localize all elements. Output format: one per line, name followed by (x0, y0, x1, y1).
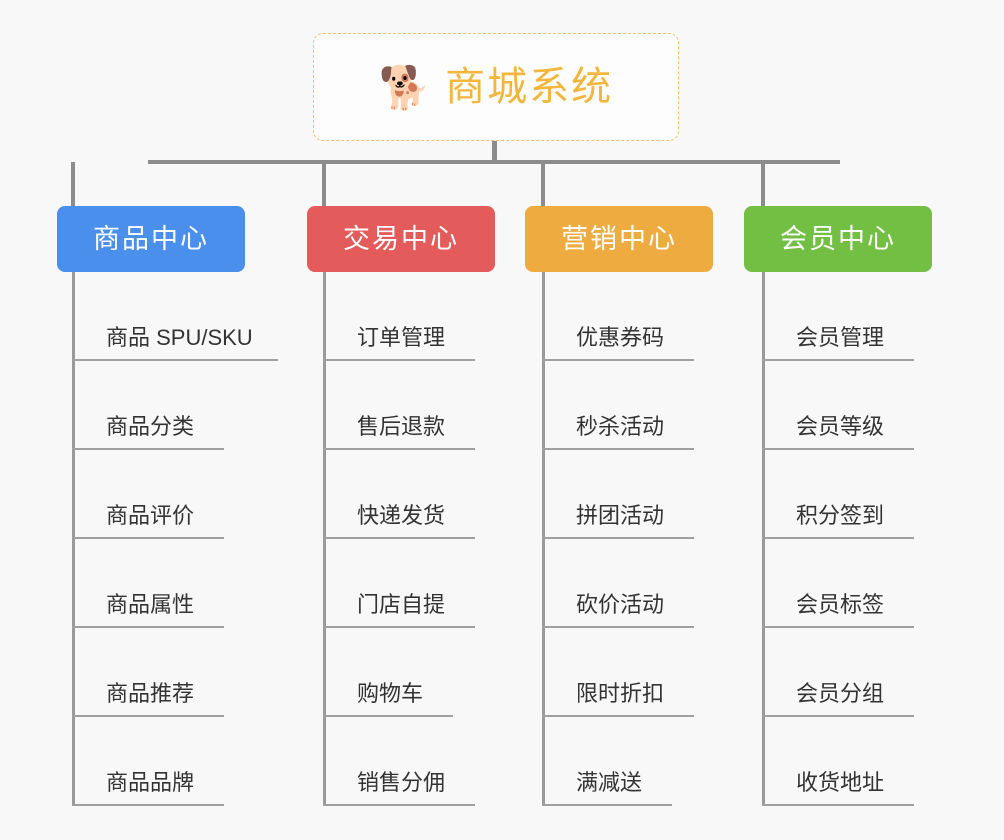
leaf-item[interactable]: 商品推荐 (72, 628, 234, 717)
leaf-item[interactable]: 优惠券码 (542, 272, 704, 361)
leaf-item-label: 售后退款 (357, 414, 446, 439)
leaf-item-underline (323, 715, 453, 717)
leaf-item-underline (72, 804, 224, 806)
leaf-item-label: 会员等级 (796, 414, 885, 439)
leaf-item-label: 满减送 (576, 770, 643, 795)
category-header-1[interactable]: 商品中心 (57, 206, 245, 272)
leaf-item[interactable]: 会员标签 (762, 539, 924, 628)
leaf-item-underline (542, 715, 694, 717)
branch-drop-connector (761, 162, 765, 206)
leaf-item-label: 收货地址 (796, 770, 885, 795)
leaf-item-label: 会员标签 (796, 592, 885, 617)
leaf-item-underline (542, 804, 672, 806)
leaf-item-underline (323, 626, 475, 628)
leaf-item-underline (762, 448, 914, 450)
leaf-item-underline (542, 537, 694, 539)
category-header-4[interactable]: 会员中心 (744, 206, 932, 272)
leaf-item-underline (323, 537, 475, 539)
branch-drop-connector (541, 162, 545, 206)
leaf-item[interactable]: 限时折扣 (542, 628, 704, 717)
leaf-item[interactable]: 快递发货 (323, 450, 485, 539)
leaf-item-underline (542, 626, 694, 628)
leaf-item[interactable]: 商品 SPU/SKU (72, 272, 288, 361)
leaf-item-underline (542, 448, 694, 450)
leaf-item[interactable]: 拼团活动 (542, 450, 704, 539)
leaf-item[interactable]: 会员等级 (762, 361, 924, 450)
leaf-item[interactable]: 商品评价 (72, 450, 234, 539)
leaf-item[interactable]: 满减送 (542, 717, 682, 806)
leaf-item-label: 商品推荐 (106, 681, 195, 706)
leaf-item-label: 购物车 (357, 681, 424, 706)
category-header-2[interactable]: 交易中心 (307, 206, 495, 272)
leaf-item-label: 门店自提 (357, 592, 446, 617)
leaf-item-label: 优惠券码 (576, 325, 665, 350)
leaf-item-underline (762, 626, 914, 628)
leaf-item[interactable]: 会员分组 (762, 628, 924, 717)
leaf-item-label: 商品 SPU/SKU (106, 325, 253, 350)
root-node[interactable]: 🐕 商城系统 (313, 33, 679, 141)
leaf-item[interactable]: 售后退款 (323, 361, 485, 450)
leaf-item-label: 快递发货 (357, 503, 446, 528)
leaf-item-underline (72, 715, 224, 717)
leaf-item-label: 拼团活动 (576, 503, 665, 528)
leaf-item-label: 砍价活动 (576, 592, 665, 617)
leaf-item[interactable]: 秒杀活动 (542, 361, 704, 450)
leaf-item-label: 秒杀活动 (576, 414, 665, 439)
horizontal-bus-connector (148, 160, 840, 164)
leaf-item-underline (72, 448, 224, 450)
leaf-trunk-connector (542, 272, 545, 806)
leaf-item-underline (762, 804, 914, 806)
leaf-item-label: 商品分类 (106, 414, 195, 439)
leaf-item[interactable]: 商品分类 (72, 361, 234, 450)
category-header-label: 商品中心 (93, 223, 209, 254)
leaf-item[interactable]: 购物车 (323, 628, 463, 717)
leaf-item-underline (72, 626, 224, 628)
leaf-item-underline (762, 537, 914, 539)
leaf-item-underline (72, 359, 278, 361)
leaf-item[interactable]: 收货地址 (762, 717, 924, 806)
leaf-item[interactable]: 会员管理 (762, 272, 924, 361)
branch-drop-connector (322, 162, 326, 206)
leaf-item-label: 订单管理 (357, 325, 446, 350)
leaf-item[interactable]: 门店自提 (323, 539, 485, 628)
leaf-item-label: 积分签到 (796, 503, 885, 528)
leaf-item[interactable]: 积分签到 (762, 450, 924, 539)
leaf-item[interactable]: 商品属性 (72, 539, 234, 628)
leaf-item[interactable]: 订单管理 (323, 272, 485, 361)
leaf-trunk-connector (72, 272, 75, 806)
leaf-item[interactable]: 砍价活动 (542, 539, 704, 628)
leaf-item-label: 会员分组 (796, 681, 885, 706)
category-header-label: 营销中心 (561, 223, 677, 254)
leaf-item-label: 商品属性 (106, 592, 195, 617)
leaf-item-underline (542, 359, 694, 361)
root-node-label: 商城系统 (445, 65, 614, 109)
leaf-item-label: 限时折扣 (576, 681, 665, 706)
category-header-3[interactable]: 营销中心 (525, 206, 713, 272)
leaf-item-label: 会员管理 (796, 325, 885, 350)
category-header-label: 交易中心 (343, 223, 459, 254)
leaf-item-underline (323, 448, 475, 450)
leaf-item-underline (323, 804, 475, 806)
leaf-item-underline (762, 359, 914, 361)
leaf-trunk-connector (323, 272, 326, 806)
branch-drop-connector (71, 162, 75, 206)
root-stem-connector (492, 141, 497, 164)
leaf-item-label: 商品评价 (106, 503, 195, 528)
leaf-item-label: 销售分佣 (357, 770, 446, 795)
leaf-item-underline (72, 537, 224, 539)
leaf-item-underline (323, 359, 475, 361)
shiba-dog-face-icon: 🐕 (378, 64, 432, 111)
category-header-label: 会员中心 (780, 223, 896, 254)
leaf-item[interactable]: 销售分佣 (323, 717, 485, 806)
leaf-trunk-connector (762, 272, 765, 806)
leaf-item-label: 商品品牌 (106, 770, 195, 795)
leaf-item-underline (762, 715, 914, 717)
leaf-item[interactable]: 商品品牌 (72, 717, 234, 806)
